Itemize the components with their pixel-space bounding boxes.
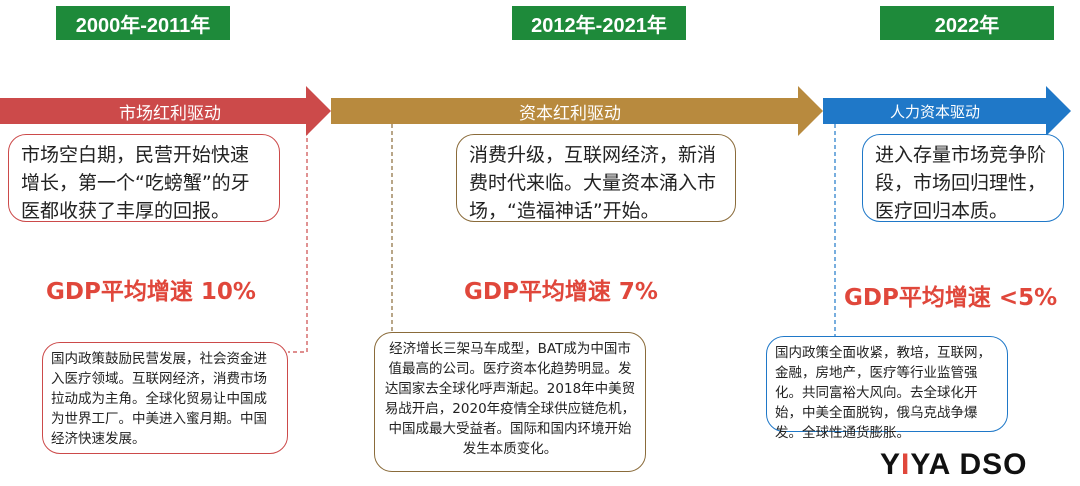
summary-text: 市场空白期，民营开始快速增长，第一个“吃螃蟹”的牙医都收获了丰厚的回报。 (21, 144, 250, 222)
period-label: 2012年-2021年 (531, 14, 667, 37)
detail-text: 经济增长三架马车成型，BAT成为中国市值最高的公司。医疗资本化趋势明显。发达国家… (384, 341, 636, 457)
detail-text: 国内政策全面收紧，教培，互联网，金融，房地产，医疗等行业监管强化。共同富裕大风向… (775, 345, 991, 441)
driver-label-3: 人力资本驱动 (889, 102, 980, 121)
summary-box-1: 市场空白期，民营开始快速增长，第一个“吃螃蟹”的牙医都收获了丰厚的回报。 (8, 134, 280, 222)
gdp-growth-3: GDP平均增速 <5% (844, 285, 1058, 311)
summary-text: 消费升级，互联网经济，新消费时代来临。大量资本涌入市场，“造福神话”开始。 (469, 144, 717, 222)
period-tag-3: 2022年 (880, 6, 1054, 40)
brand-logo: YIYA DSO (880, 448, 1028, 482)
summary-text: 进入存量市场竞争阶段，市场回归理性，医疗回归本质。 (875, 144, 1047, 222)
period-tag-2: 2012年-2021年 (512, 6, 686, 40)
detail-box-1: 国内政策鼓励民营发展，社会资金进入医疗领域。互联网经济，消费市场拉动成为主角。全… (42, 342, 288, 454)
summary-box-3: 进入存量市场竞争阶段，市场回归理性，医疗回归本质。 (862, 134, 1064, 222)
period-label: 2000年-2011年 (75, 14, 211, 37)
summary-box-2: 消费升级，互联网经济，新消费时代来临。大量资本涌入市场，“造福神话”开始。 (456, 134, 736, 222)
detail-box-2: 经济增长三架马车成型，BAT成为中国市值最高的公司。医疗资本化趋势明显。发达国家… (374, 332, 646, 472)
driver-arrow-2 (331, 86, 823, 136)
driver-arrow-3 (823, 86, 1071, 136)
detail-text: 国内政策鼓励民营发展，社会资金进入医疗领域。互联网经济，消费市场拉动成为主角。全… (51, 351, 267, 447)
driver-label-1: 市场红利驱动 (119, 103, 221, 124)
logo-part: YA DSO (910, 448, 1028, 481)
gdp-growth-2: GDP平均增速 7% (464, 279, 658, 305)
logo-part: I (901, 448, 911, 481)
driver-label-2: 资本红利驱动 (519, 103, 621, 124)
gdp-growth-1: GDP平均增速 10% (46, 279, 256, 305)
period-tag-1: 2000年-2011年 (56, 6, 230, 40)
connector-1 (288, 124, 308, 353)
driver-arrow-1 (0, 86, 331, 136)
logo-part: Y (880, 448, 902, 481)
period-label: 2022年 (934, 14, 1000, 37)
detail-box-3: 国内政策全面收紧，教培，互联网，金融，房地产，医疗等行业监管强化。共同富裕大风向… (766, 336, 1008, 441)
